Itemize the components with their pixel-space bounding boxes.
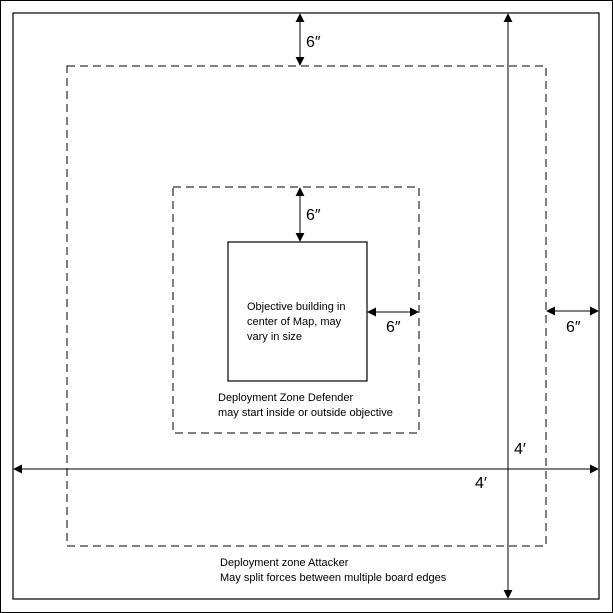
board-width-label: 4′ [475,475,487,492]
attacker-label-line: Deployment zone Attacker [220,557,349,569]
defender-label-line: may start inside or outside objective [218,407,393,419]
attacker-label-line: May split forces between multiple board … [220,572,447,584]
objective-label: Objective building in center of Map, may… [247,301,345,343]
attacker-zone-boundary [66,65,547,547]
inner-right-gap-label: 6″ [386,319,401,336]
objective-building [227,241,368,382]
attacker-label: Deployment zone Attacker May split force… [220,557,447,584]
top-gap-label: 6″ [306,34,321,51]
defender-zone-boundary [172,186,420,434]
game-board [12,12,600,600]
inner-top-gap-label: 6″ [306,207,321,224]
outer-right-gap-label: 6″ [566,319,581,336]
objective-label-line: center of Map, may [247,316,342,328]
objective-label-line: Objective building in [247,301,345,313]
board-height-label: 4′ [514,441,526,458]
objective-label-line: vary in size [247,331,302,343]
defender-label: Deployment Zone Defender may start insid… [218,392,393,419]
defender-label-line: Deployment Zone Defender [218,392,353,404]
